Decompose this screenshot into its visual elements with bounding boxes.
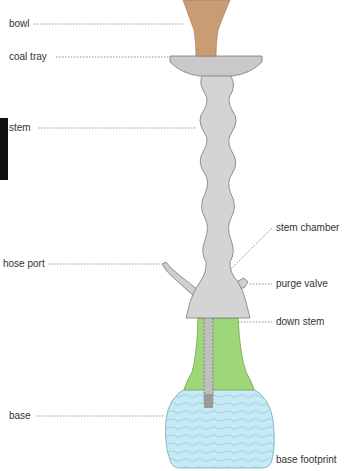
hose-port [162, 262, 198, 298]
coal-tray [170, 56, 262, 76]
part-label: base [8, 410, 32, 422]
water-texture [166, 388, 275, 468]
part-label: purge valve [275, 278, 329, 290]
part-label: bowl [8, 18, 31, 30]
part-label: down stem [275, 316, 325, 328]
part-label: stem [8, 122, 32, 134]
part-label: stem chamber [275, 222, 340, 234]
base-vessel [166, 388, 275, 468]
black-bar [0, 118, 8, 180]
part-label: base footprint [275, 454, 338, 466]
part-label: coal tray [8, 51, 48, 63]
part-label: hose port [2, 258, 46, 270]
stem-body [186, 74, 250, 318]
base-neck [184, 318, 254, 390]
down-stem-tip [204, 394, 213, 408]
bowl [183, 0, 230, 56]
